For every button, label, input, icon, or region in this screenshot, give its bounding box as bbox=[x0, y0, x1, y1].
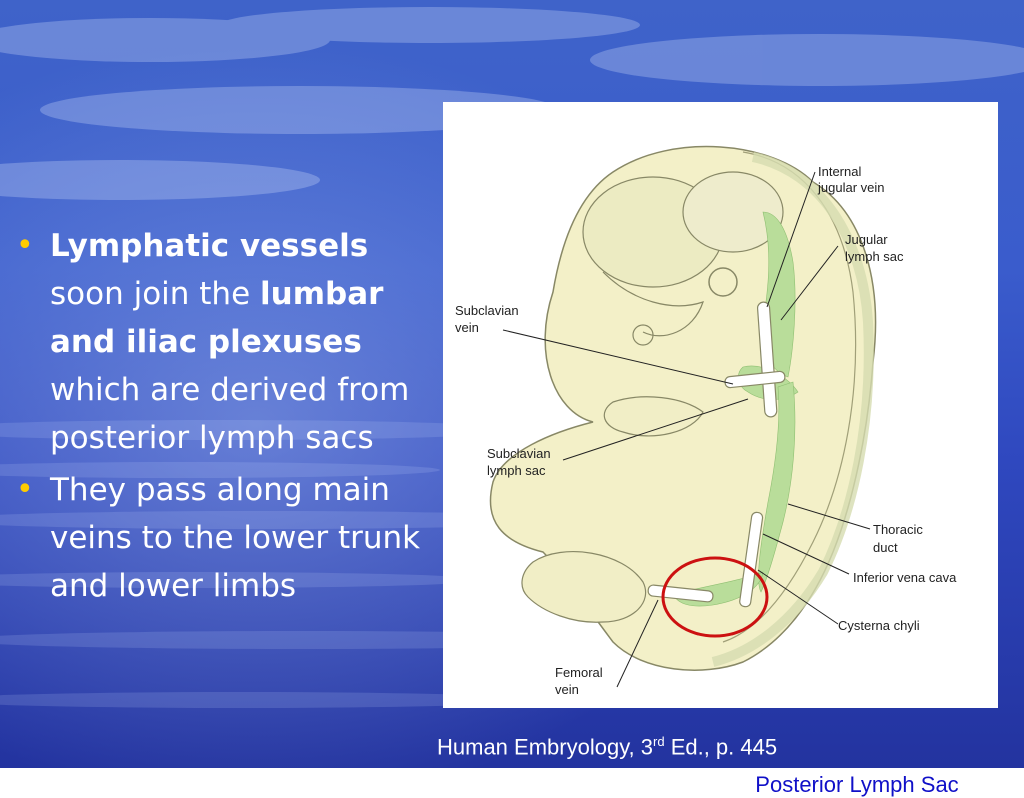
embryo-back-band bbox=[711, 152, 874, 667]
bullet-text: which are derived from posterior lymph s… bbox=[50, 372, 410, 456]
label-subclavian-lymph-sac: lymph sac bbox=[487, 463, 546, 478]
label-thoracic-duct: duct bbox=[873, 540, 898, 555]
bullet-list: • Lymphatic vessels soon join the lumbar… bbox=[14, 222, 439, 614]
label-subclavian-vein: Subclavian bbox=[455, 303, 519, 318]
posterior-lymph-sac-highlight bbox=[661, 556, 769, 638]
bullet-item-pass-along: • They pass along main veins to the lowe… bbox=[14, 466, 439, 610]
citation-superscript: rd bbox=[653, 734, 665, 749]
citation-prefix: Human Embryology, 3 bbox=[437, 734, 654, 760]
bullet-text-bold: lumbar and iliac plexuses bbox=[50, 276, 384, 360]
face-structure bbox=[602, 271, 704, 337]
label-internal-jugular-vein: jugular vein bbox=[817, 180, 885, 195]
label-cysterna-chyli: Cysterna chyli bbox=[838, 618, 920, 633]
inferior-vena-cava-tube bbox=[739, 511, 764, 608]
label-jugular-lymph-sac: lymph sac bbox=[845, 249, 904, 264]
eye-structure bbox=[632, 324, 654, 346]
label-internal-jugular-vein: Internal bbox=[818, 164, 861, 179]
citation: Human Embryology, 3rd Ed., p. 445 bbox=[437, 734, 777, 760]
bullet-marker-icon: • bbox=[16, 228, 34, 263]
bullet-marker-icon: • bbox=[16, 472, 34, 507]
ear-structure bbox=[708, 267, 738, 297]
bullet-text-bold: Lymphatic vessels bbox=[50, 228, 369, 264]
label-inferior-vena-cava: Inferior vena cava bbox=[853, 570, 957, 585]
upper-limb bbox=[603, 396, 704, 437]
citation-suffix: Ed., p. 445 bbox=[664, 734, 778, 760]
leader-lines bbox=[502, 171, 871, 688]
label-femoral-vein: Femoral bbox=[555, 665, 603, 680]
label-subclavian-lymph-sac: Subclavian bbox=[487, 446, 551, 461]
internal-jugular-vein-tube bbox=[756, 301, 778, 418]
embryo-illustration: Internal jugular vein Jugular lymph sac … bbox=[455, 145, 957, 697]
head-structure bbox=[682, 171, 784, 253]
embryo-lymph-figure: Internal jugular vein Jugular lymph sac … bbox=[443, 102, 998, 797]
label-thoracic-duct: Thoracic bbox=[873, 522, 923, 537]
bullet-item-lymphatic-vessels: • Lymphatic vessels soon join the lumbar… bbox=[14, 222, 439, 462]
label-subclavian-vein: vein bbox=[455, 320, 479, 335]
label-jugular-lymph-sac: Jugular bbox=[845, 232, 888, 247]
bullet-text: They pass along main veins to the lower … bbox=[50, 472, 421, 604]
lower-limb bbox=[521, 551, 647, 623]
thoracic-duct-network bbox=[758, 381, 796, 593]
figure-caption: Posterior Lymph Sac bbox=[755, 772, 959, 797]
vein-tubes bbox=[647, 301, 786, 608]
label-femoral-vein: vein bbox=[555, 682, 579, 697]
bullet-text: soon join the bbox=[50, 276, 261, 312]
